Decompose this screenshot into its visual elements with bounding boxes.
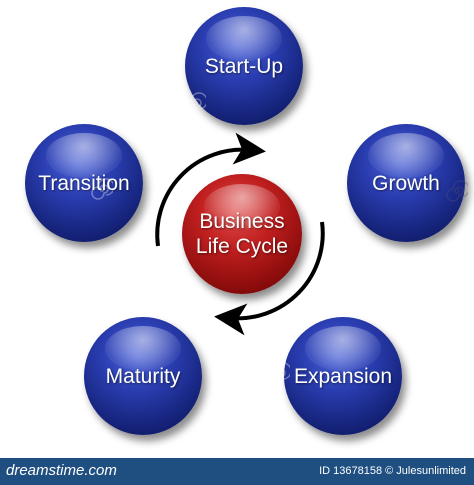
watermark-swirl-icon (446, 180, 468, 202)
stage-maturity: Maturity (84, 317, 202, 435)
stage-expansion: Expansion (284, 317, 402, 435)
cycle-arrows (155, 132, 325, 336)
center-sphere: Business Life Cycle (182, 174, 302, 294)
watermark-swirl-icon (268, 362, 290, 384)
stage-transition: Transition (25, 124, 143, 242)
center-label: Business Life Cycle (195, 210, 289, 258)
stage-label: Maturity (105, 364, 181, 388)
sphere-gloss (203, 183, 281, 230)
sphere-gloss (305, 326, 381, 372)
stage-label: Expansion (293, 364, 393, 388)
stage-label: Growth (372, 171, 440, 195)
footer-image-id: ID 13678158 © Julesunlimited (319, 465, 466, 477)
watermark-swirl-icon (184, 92, 206, 114)
stage-label: Transition (38, 171, 130, 195)
sphere-gloss (368, 133, 444, 179)
stage-label: Start-Up (204, 54, 284, 78)
sphere-gloss (105, 326, 181, 372)
footer-site-logo: dreamstime.com (6, 462, 117, 479)
lower-arc-arrow (214, 221, 325, 336)
upper-arc-arrow (155, 132, 266, 247)
sphere-gloss (46, 133, 122, 179)
stage-growth: Growth (347, 124, 465, 242)
sphere-gloss (206, 16, 282, 62)
stage-start-up: Start-Up (185, 7, 303, 125)
watermark-swirl-icon (91, 178, 113, 200)
footer-bar: dreamstime.com ID 13678158 © Julesunlimi… (0, 458, 474, 485)
